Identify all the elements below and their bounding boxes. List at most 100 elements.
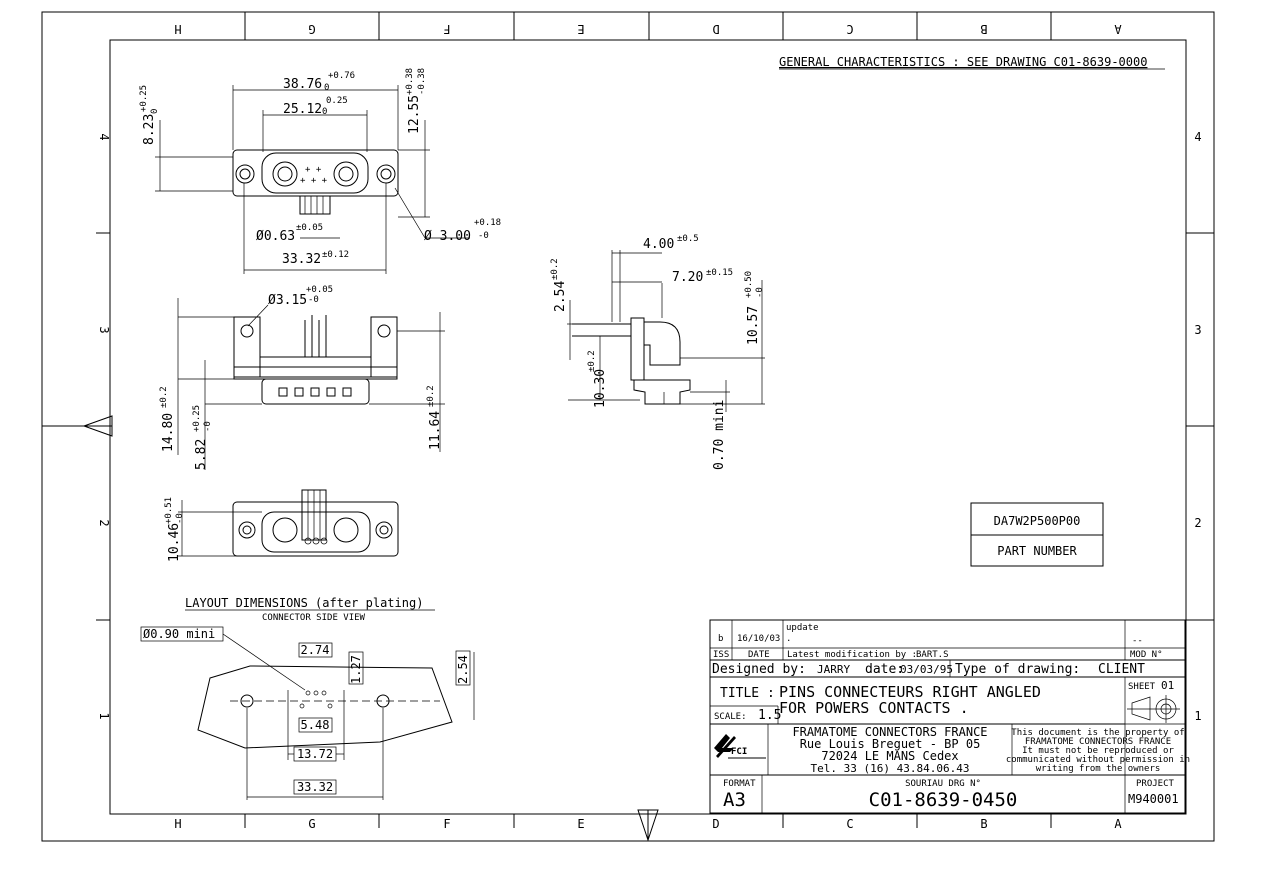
layout-2-74: 2.74 <box>301 643 330 657</box>
dim-12-55: 12.55 <box>407 95 422 134</box>
bottom-view-dims: 10.46 +0.51 -0 <box>164 497 185 562</box>
project-label: PROJECT <box>1136 779 1175 789</box>
svg-text:+0.25: +0.25 <box>139 85 149 112</box>
zone-letters-top: H G F E D C B A <box>174 22 1121 36</box>
svg-text:-0: -0 <box>203 421 213 432</box>
design-date: 03/03/95 <box>900 663 953 676</box>
zone-right-3: 3 <box>1194 323 1201 337</box>
svg-text:+0.05: +0.05 <box>306 285 333 295</box>
svg-text:+ + +: + + + <box>300 176 328 186</box>
svg-text:0: 0 <box>150 109 160 114</box>
layout-13-72: 13.72 <box>297 747 333 761</box>
zone-letters-bottom: H G F E D C B A <box>174 817 1122 831</box>
dim-14-80: 14.80 <box>161 413 176 452</box>
company-line-4: Tel. 33 (16) 43.84.06.43 <box>811 762 970 775</box>
dim-front-hole: Ø3.15 <box>268 293 307 308</box>
prop-line-3: It must not be reproduced or <box>1022 746 1174 756</box>
side-view-dims: 4.00 ±0.5 7.20 ±0.15 2.54 ±0.2 10.57 +0.… <box>550 234 765 470</box>
prop-line-4: communicated without permission in <box>1006 755 1190 765</box>
date-label-2: date: <box>865 662 904 677</box>
type-value: CLIENT <box>1098 662 1145 677</box>
fci-logo: FCI <box>714 734 766 759</box>
dim-38-76: 38.76 <box>283 77 322 92</box>
svg-text:±0.2: ±0.2 <box>159 386 169 408</box>
part-number: DA7W2P500P00 <box>994 514 1081 528</box>
zone-bottom-a: A <box>1114 817 1122 831</box>
zone-top-a: A <box>1114 22 1122 36</box>
layout-5-48: 5.48 <box>301 718 330 732</box>
format-label: FORMAT <box>723 779 756 789</box>
zone-left-2: 2 <box>97 519 111 526</box>
dim-0-70: 0.70 mini <box>712 400 727 470</box>
svg-text:+0.76: +0.76 <box>328 71 355 81</box>
dim-10-57: 10.57 <box>746 306 761 345</box>
top-view-dims: 38.76 +0.76 0 25.12 0.25 0 8.23 +0.25 0 … <box>139 68 501 267</box>
title-line-2: FOR POWERS CONTACTS . <box>779 699 969 717</box>
zone-bottom-b: B <box>980 817 987 831</box>
svg-text:-0: -0 <box>308 295 319 305</box>
dim-33-32-top: 33.32 <box>282 252 321 267</box>
company-line-1: FRAMATOME CONNECTORS FRANCE <box>792 725 987 739</box>
latest-mod-by: BART.S <box>916 650 949 660</box>
zone-left-1: 1 <box>97 712 111 719</box>
zone-numbers-right: 4 3 2 1 <box>1194 130 1201 723</box>
svg-text:±0.5: ±0.5 <box>677 234 699 244</box>
scale-value: 1.5 <box>758 708 781 723</box>
svg-text:±0.12: ±0.12 <box>322 250 349 260</box>
front-view <box>177 298 445 470</box>
zone-left-3: 3 <box>97 326 111 333</box>
project-value: M940001 <box>1128 792 1179 806</box>
svg-text:--: -- <box>1132 636 1143 646</box>
zone-top-g: G <box>308 22 315 36</box>
svg-text:0.25: 0.25 <box>326 96 348 106</box>
dim-11-64: 11.64 <box>428 411 443 450</box>
zone-bottom-c: C <box>846 817 853 831</box>
svg-text:-0: -0 <box>175 513 185 524</box>
dim-10-30: 10.30 <box>593 369 608 408</box>
title-line-1: PINS CONNECTEURS RIGHT ANGLED <box>779 683 1041 701</box>
rev-date: 16/10/03 <box>737 634 780 644</box>
title-block: update . b 16/10/03 -- ISS DATE Latest m… <box>709 619 1190 814</box>
zone-top-c: C <box>846 22 853 36</box>
sheet-label: SHEET <box>1128 682 1156 692</box>
outer-border <box>41 11 1215 842</box>
zone-bottom-f: F <box>443 817 450 831</box>
svg-text:+ +: + + <box>305 165 322 175</box>
dim-4-00: 4.00 <box>643 237 674 252</box>
bottom-view <box>178 489 399 557</box>
designed-by: JARRY <box>817 663 850 676</box>
svg-text:+0.38: +0.38 <box>405 68 415 95</box>
prop-line-1: This document is the property of <box>1011 728 1184 738</box>
sheet-value: 01 <box>1161 679 1174 692</box>
svg-text:0: 0 <box>322 107 327 117</box>
svg-text:-0: -0 <box>755 287 765 298</box>
iss-label: ISS <box>713 650 729 660</box>
zone-numbers-left: 4 3 2 1 <box>97 133 111 719</box>
zone-right-2: 2 <box>1194 516 1201 530</box>
zone-top-b: B <box>980 22 987 36</box>
top-view: + + + + + <box>155 85 470 274</box>
date-label: DATE <box>748 650 770 660</box>
prop-line-5: writing from the owners <box>1036 764 1161 774</box>
title-label: TITLE : <box>720 686 775 701</box>
format-value: A3 <box>723 789 746 811</box>
svg-text:±0.2: ±0.2 <box>587 350 597 372</box>
mod-no-label: MOD N° <box>1130 650 1163 660</box>
zone-top-h: H <box>174 22 181 36</box>
zone-left-4: 4 <box>97 133 111 140</box>
front-view-dims: Ø3.15 +0.05 -0 14.80 ±0.2 5.82 +0.25 -0 … <box>159 285 443 470</box>
designed-by-label: Designed by: <box>712 662 806 677</box>
type-label: Type of drawing: <box>955 662 1080 677</box>
zone-bottom-g: G <box>308 817 315 831</box>
svg-text:+0.25: +0.25 <box>192 405 202 432</box>
rev-letter: b <box>718 634 723 644</box>
rev-update: update <box>786 623 819 633</box>
layout-2-54: 2.54 <box>456 655 470 684</box>
dim-5-82: 5.82 <box>194 439 209 470</box>
svg-text:-0.38: -0.38 <box>417 68 427 95</box>
zone-top-e: E <box>577 22 584 36</box>
dim-10-46: 10.46 <box>167 523 182 562</box>
svg-text:±0.2: ±0.2 <box>426 385 436 407</box>
svg-text:±0.15: ±0.15 <box>706 268 733 278</box>
